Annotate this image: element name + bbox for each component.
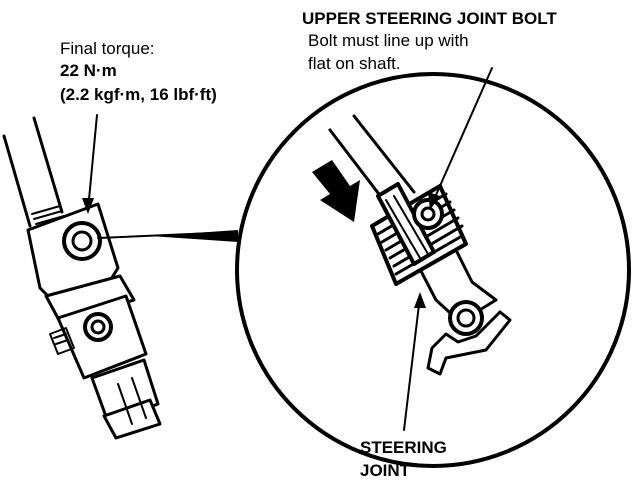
- torque-value: 22 N·m: [60, 61, 117, 80]
- yoke-pin: [49, 327, 75, 355]
- detail-bolt-head-center: [420, 206, 436, 222]
- joint-leader: [403, 292, 426, 431]
- joint-spider: [44, 274, 136, 324]
- lower-cap-center: [90, 319, 106, 335]
- joint-label-line-1: STEERING: [360, 438, 447, 457]
- detail-joint-cap-center: [456, 308, 476, 328]
- detail-lower-fork: [426, 310, 512, 376]
- shaft-splines: [31, 205, 67, 230]
- torque-alt-units: (2.2 kgf·m, 16 lbf·ft): [60, 85, 217, 104]
- bolt-note-line-1: Bolt must line up with: [308, 31, 469, 50]
- detail-upper-shaft: [328, 114, 416, 208]
- left-shaft-assembly: [2, 116, 162, 440]
- bolt-leader: [428, 67, 493, 210]
- torque-heading: Final torque:: [60, 39, 155, 58]
- magnify-connector: [97, 230, 238, 242]
- pinch-bolt-center: [71, 230, 93, 252]
- torque-leader: [82, 114, 98, 214]
- detail-motion-arrow: [312, 160, 360, 222]
- detail-bolt-block: [376, 182, 436, 266]
- lower-shaft-tip: [102, 398, 162, 440]
- joint-label-line-2: JOINT: [360, 461, 411, 480]
- lower-shaft-flats: [117, 377, 147, 425]
- bolt-note-line-2: flat on shaft.: [308, 54, 401, 73]
- bolt-callout-title: UPPER STEERING JOINT BOLT: [302, 9, 557, 28]
- detail-view: [235, 72, 631, 468]
- detail-bolt-block-hatch: [385, 195, 429, 259]
- upper-shaft: [2, 116, 64, 228]
